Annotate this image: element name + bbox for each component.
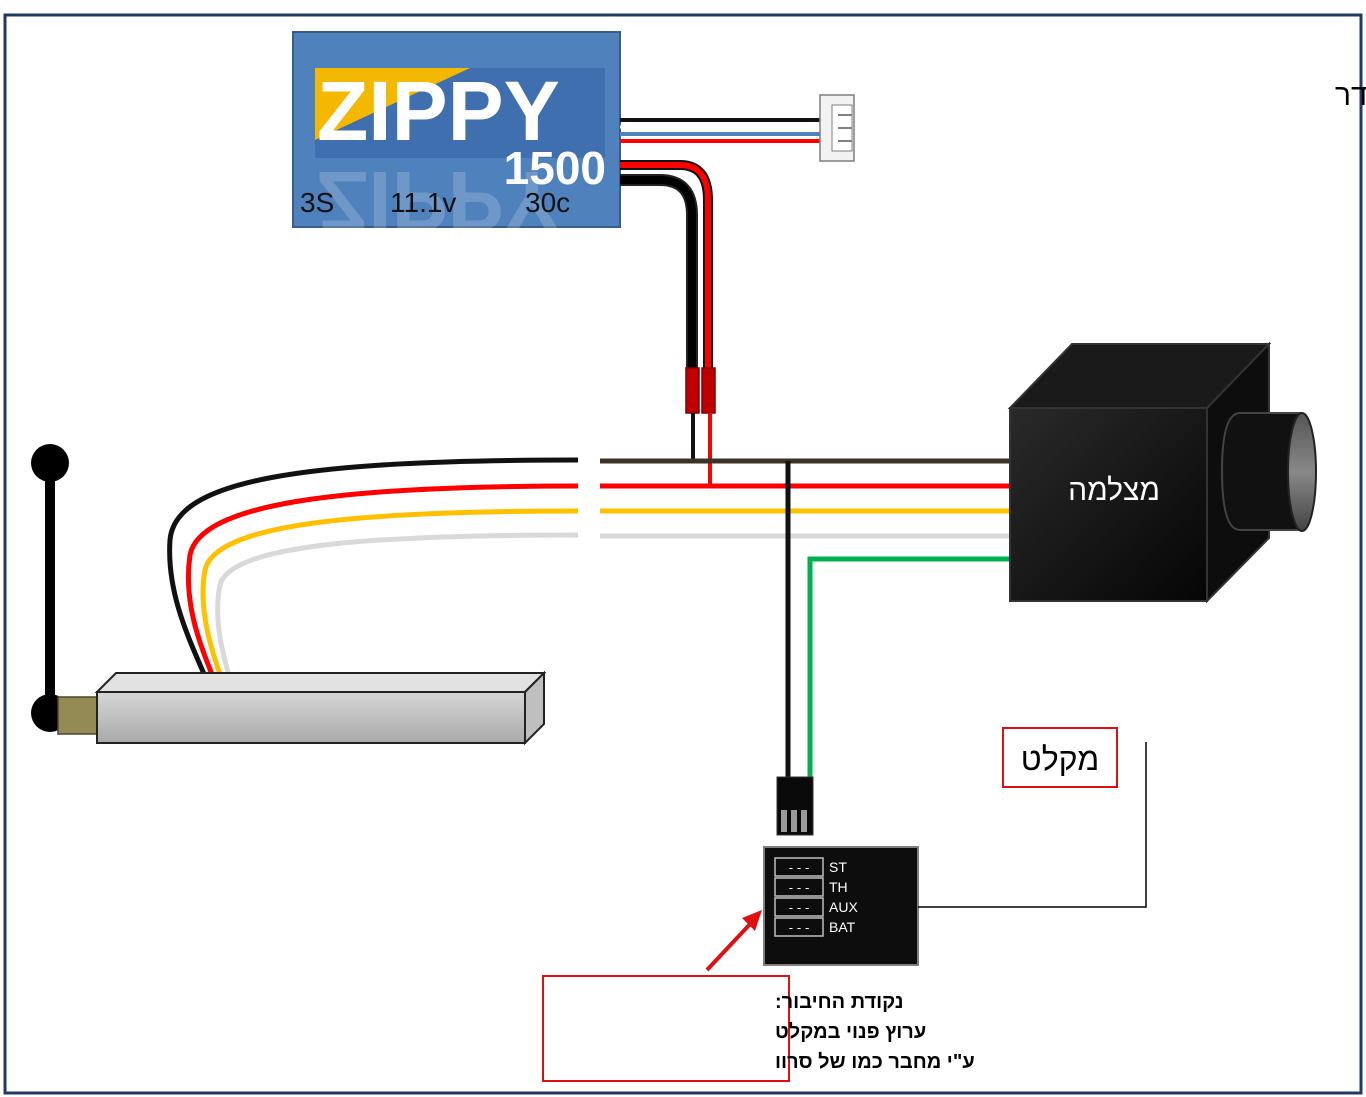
transmitter-body (96, 691, 526, 744)
battery-power-lead (620, 160, 716, 486)
channel-pins: - - - (789, 881, 810, 895)
channel-slot (774, 897, 824, 917)
receiver-antenna-wire (918, 742, 1147, 908)
camera: מצלמה (1007, 341, 1317, 604)
camera-lens-icon (1287, 412, 1317, 532)
note-line-1: נקודת החיבור: (775, 991, 903, 1013)
receiver-label: מקלט (1021, 741, 1099, 777)
note-line-2: ערוץ פנוי במקלט (775, 1021, 926, 1043)
power-connector-red (701, 367, 716, 414)
battery-brand: ZIPPY (317, 64, 560, 158)
trunk-wires-left (167, 457, 579, 701)
balance-lead (620, 94, 855, 162)
battery-c-rating: 30c (525, 187, 570, 218)
battery-yellow-stripe (315, 68, 470, 140)
receiver-body (763, 846, 919, 966)
camera-lens-barrel (1220, 412, 1301, 531)
channel-slot (774, 917, 824, 937)
page-frame (3, 13, 1363, 1095)
channel-label: ST (829, 859, 847, 875)
camera-body (1009, 407, 1208, 602)
camera-label: מצלמה (1068, 474, 1160, 507)
power-connector-black (685, 367, 700, 414)
page-title: תרשים חיבור מצלמה/משדר (1335, 79, 1366, 112)
channel-pins: - - - (789, 921, 810, 935)
transmitter-top (94, 672, 547, 693)
receiver-lead (776, 461, 1012, 836)
battery-voltage: 11.1v (390, 187, 456, 218)
channel-slot (774, 857, 824, 877)
receiver-label-box: מקלט (1002, 727, 1118, 788)
channel-label: BAT (829, 919, 856, 935)
note-line-3: ע"י מחבר כמו של סרוו (775, 1051, 975, 1073)
antenna-tip (31, 444, 69, 482)
video-transmitter (31, 444, 547, 746)
antenna-connector (57, 696, 99, 735)
battery: ZIPPY ZIPPY 1500 3S 11.1v 30c (292, 31, 621, 248)
channel-pins: - - - (789, 861, 810, 875)
battery-capacity: 1500 (504, 142, 606, 194)
channel-label: AUX (829, 899, 858, 915)
callout-arrow (705, 910, 762, 972)
trunk-wires-right (600, 458, 1012, 539)
channel-slot (774, 877, 824, 897)
note-box: נקודת החיבור: ערוץ פנוי במקלט ע"י מחבר כ… (542, 975, 975, 1082)
channel-label: TH (829, 879, 848, 895)
receiver: - - - ST - - - TH - - - AUX - - - BAT (763, 742, 1147, 966)
receiver-channels: - - - ST - - - TH - - - AUX - - - BAT (774, 857, 858, 937)
battery-brand-reflection: ZIPPY (317, 154, 560, 248)
channel-pins: - - - (789, 901, 810, 915)
battery-cells: 3S (300, 187, 334, 218)
